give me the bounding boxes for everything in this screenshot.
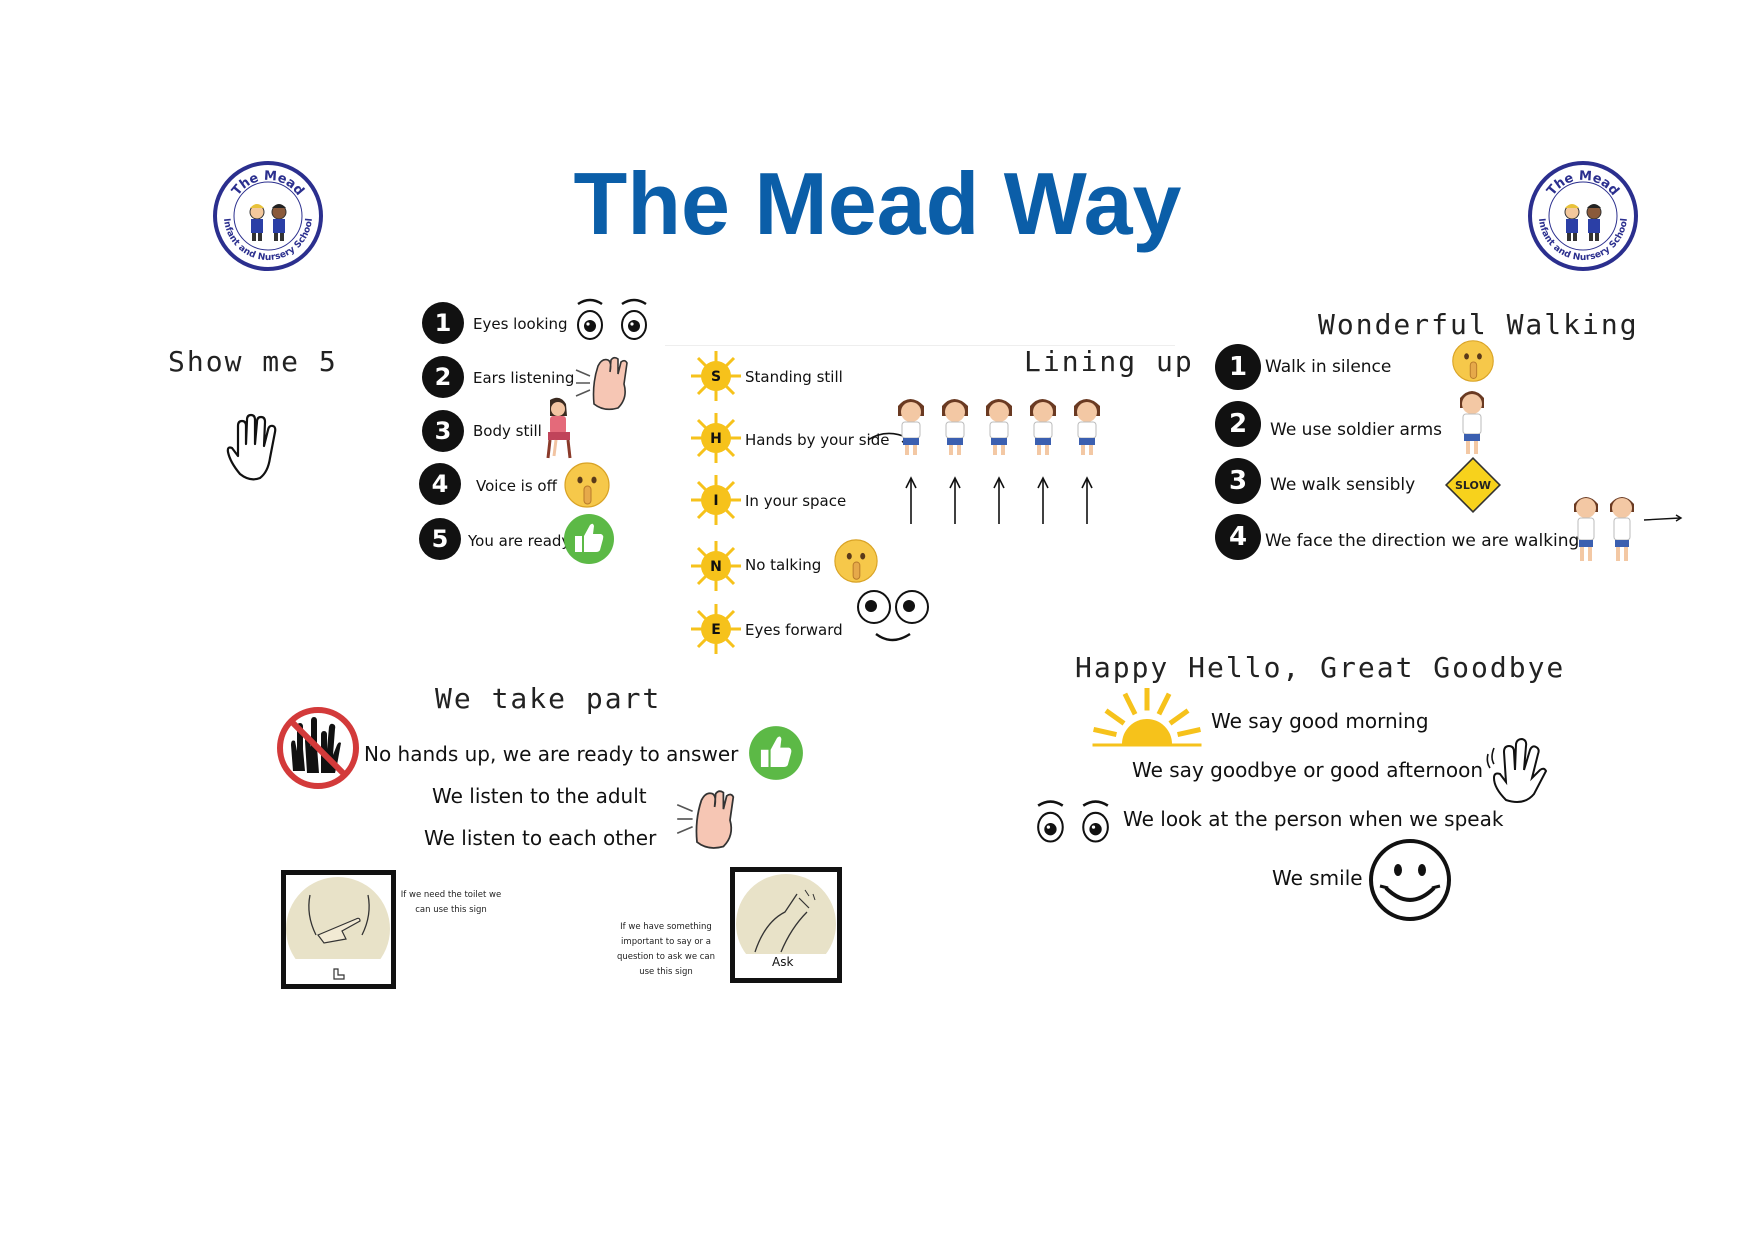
sun-icon: H: [691, 413, 741, 463]
sun-letter: S: [711, 369, 721, 385]
smiling-eyes-icon: [857, 590, 929, 642]
school-logo-right: The Mead Infant and Nursery School: [1528, 161, 1638, 271]
lining-up-heading: Lining up: [1024, 345, 1194, 378]
eyes-icon: [1037, 800, 1109, 843]
ear-icon: [575, 356, 628, 411]
list-item-label: You are ready: [468, 532, 571, 550]
list-item-label: Voice is off: [476, 477, 557, 495]
sun-icon: I: [691, 475, 741, 525]
ask-sign-card: Ask: [730, 867, 842, 983]
school-logo-left: The Mead Infant and Nursery School: [213, 161, 323, 271]
ask-sign-note: If we have something important to say or…: [616, 922, 716, 977]
raised-hand-icon: [226, 413, 277, 481]
shine-label: No talking: [745, 556, 822, 574]
hello-line: We say goodbye or good afternoon: [1132, 758, 1484, 782]
shine-label: In your space: [745, 492, 847, 510]
shine-label: Eyes forward: [745, 621, 843, 639]
ask-sign-label: Ask: [772, 955, 794, 969]
shine-label: Hands by your side: [745, 431, 890, 449]
smiley-face-icon: [1369, 839, 1451, 921]
standing-child-icon: [1460, 391, 1484, 454]
divider: [665, 345, 1175, 346]
list-item-label: Body still: [473, 422, 542, 440]
number-badge: 1: [1215, 344, 1261, 390]
wonderful-walking-heading: Wonderful Walking: [1318, 308, 1639, 341]
hello-line: We smile: [1272, 866, 1363, 890]
number-badge: 4: [419, 463, 461, 505]
sun-icon: E: [691, 604, 741, 654]
happy-hello-heading: Happy Hello, Great Goodbye: [1075, 651, 1566, 684]
walking-label: Walk in silence: [1265, 357, 1392, 377]
take-part-line: No hands up, we are ready to answer: [364, 742, 739, 766]
waving-hand-icon: [1486, 737, 1548, 803]
toilet-sign-card: [281, 870, 396, 989]
thumbs-up-icon: [749, 726, 803, 780]
sun-letter: I: [713, 493, 718, 509]
shush-emoji-icon: [1452, 340, 1494, 382]
number-badge: 4: [1215, 514, 1261, 560]
list-item-label: Eyes looking: [473, 315, 568, 333]
hello-line: We say good morning: [1211, 709, 1429, 733]
thumbs-up-icon: [564, 514, 614, 564]
sun-letter: N: [710, 559, 722, 575]
number-badge: 3: [1215, 458, 1261, 504]
eyes-icon: [577, 298, 647, 340]
show-me-5-heading: Show me 5: [168, 345, 338, 378]
sitting-child-icon: [546, 397, 572, 459]
page-title: The Mead Way: [573, 154, 1182, 253]
sun-icon: N: [691, 541, 741, 591]
number-badge: 2: [1215, 401, 1261, 447]
walking-label: We walk sensibly: [1270, 475, 1416, 495]
sun-letter: H: [710, 431, 722, 447]
ask-sign-icon: [735, 874, 837, 978]
toilet-sign-icon: [286, 877, 391, 984]
walking-label: We use soldier arms: [1270, 420, 1443, 440]
hello-line: We look at the person when we speak: [1123, 807, 1504, 831]
number-badge: 1: [422, 302, 464, 344]
slow-sign-icon: SLOW: [1444, 456, 1502, 514]
number-badge: 2: [422, 356, 464, 398]
take-part-line: We listen to each other: [424, 826, 657, 850]
we-take-part-heading: We take part: [435, 682, 662, 715]
slow-sign-text: SLOW: [1455, 479, 1491, 492]
no-hands-up-icon: [277, 707, 359, 789]
ear-icon: [676, 790, 735, 849]
walking-children-icon: [1574, 497, 1683, 561]
number-badge: 3: [422, 410, 464, 452]
walking-label: We face the direction we are walking: [1265, 531, 1580, 551]
take-part-line: We listen to the adult: [432, 784, 647, 808]
sun-letter: E: [711, 622, 721, 638]
shush-emoji-icon: [564, 462, 610, 508]
list-item-label: Ears listening: [473, 369, 575, 387]
toilet-sign-note: If we need the toilet we can use this si…: [400, 890, 502, 915]
shush-emoji-icon: [834, 539, 878, 583]
children-line-up-icon: [867, 398, 1101, 524]
shine-label: Standing still: [745, 368, 843, 386]
sun-icon: S: [691, 351, 741, 401]
rising-sun-icon: [1092, 688, 1202, 747]
number-badge: 5: [419, 518, 461, 560]
